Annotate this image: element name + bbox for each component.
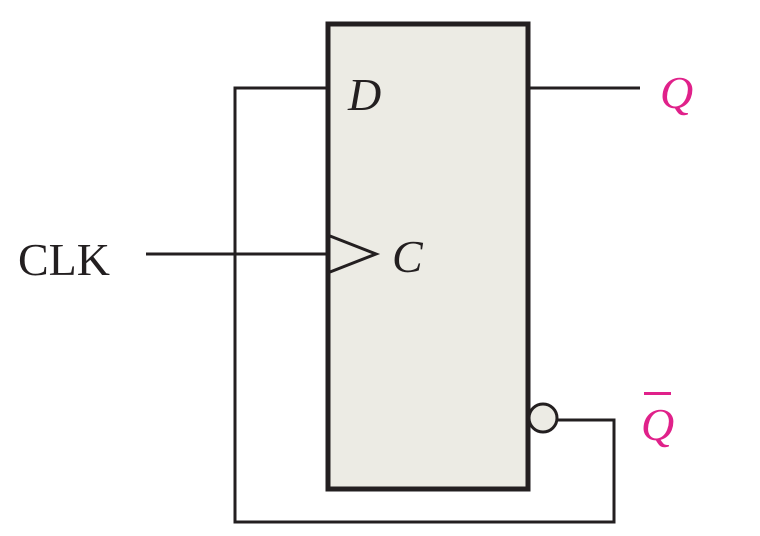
clk-label: CLK xyxy=(18,234,110,285)
flip-flop-block xyxy=(325,21,531,492)
clock-edge-indicator-icon xyxy=(329,234,381,274)
d-pin-label: D xyxy=(348,69,382,120)
c-pin-label: C xyxy=(392,231,423,282)
inversion-bubble-icon xyxy=(527,402,559,434)
q-bar-output-label: Q xyxy=(641,392,675,450)
overline-bar xyxy=(644,392,672,395)
q-output-label: Q xyxy=(660,67,694,118)
feedback-wire xyxy=(233,86,616,524)
q-bar-letter: Q xyxy=(641,399,675,450)
